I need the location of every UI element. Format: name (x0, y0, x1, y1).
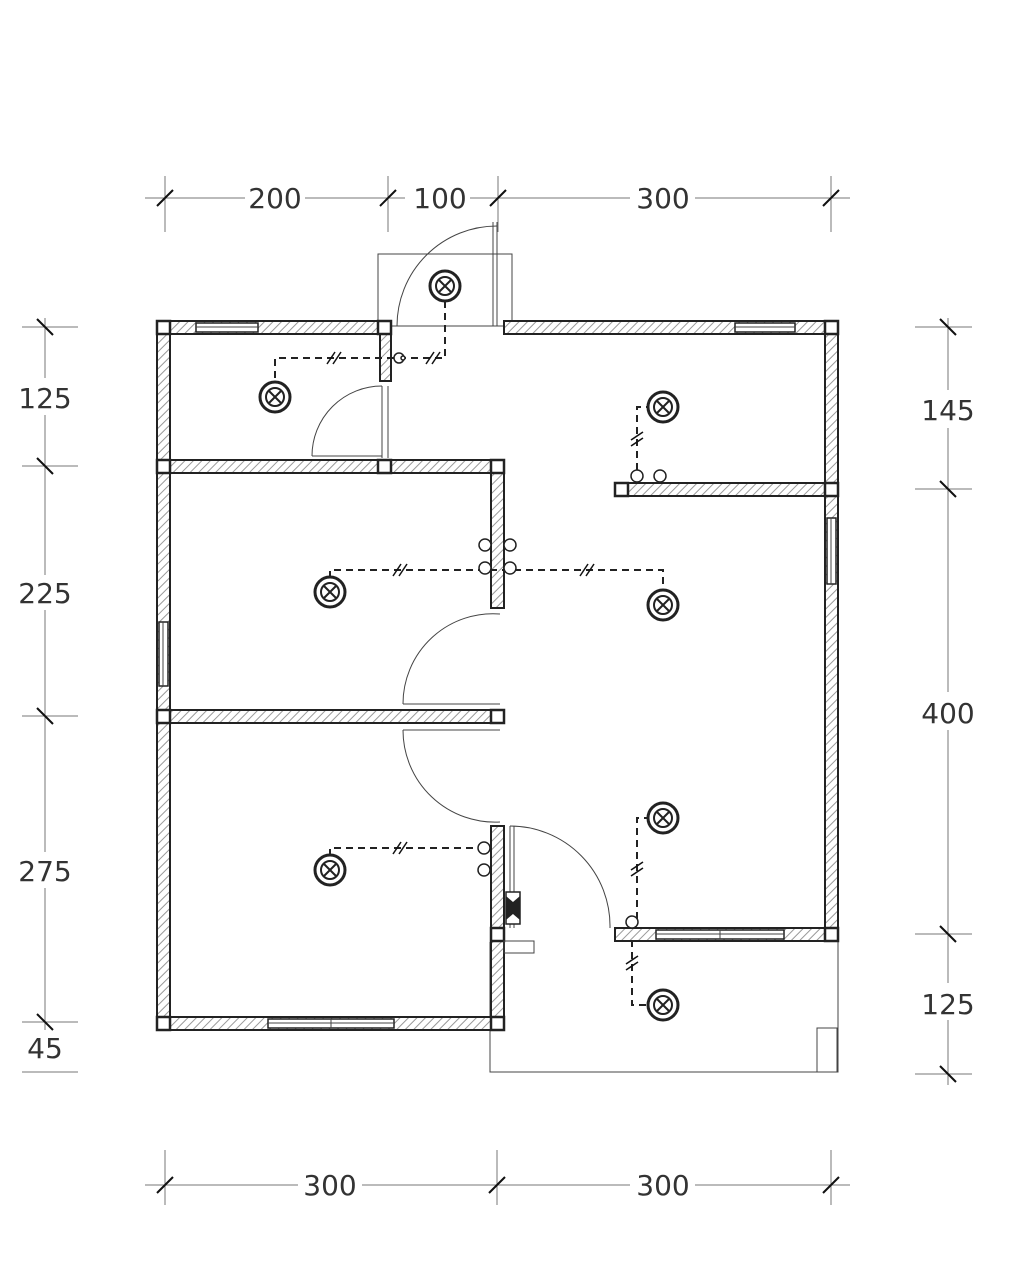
outline-elements (377, 253, 839, 1073)
dim-top-2: 100 (413, 182, 466, 215)
dim-right-1: 145 (921, 394, 974, 427)
dim-left-2: 225 (18, 577, 71, 610)
dim-right-2: 400 (921, 697, 974, 730)
dim-left-1: 125 (18, 382, 71, 415)
lamp-icon (313, 575, 347, 609)
lamp-icon (428, 269, 462, 303)
dim-top-3: 300 (636, 182, 689, 215)
lamp-icon (646, 988, 680, 1022)
dim-top-1: 200 (248, 182, 301, 215)
wall-right (824, 320, 839, 942)
wall-bedroom1-top (156, 459, 505, 474)
wall-bedroom1-right (490, 459, 505, 609)
lamps (258, 269, 680, 1022)
dim-bottom-1: 300 (303, 1169, 356, 1202)
lamp-icon (258, 380, 292, 414)
switch-icon (393, 352, 406, 364)
switch-icon (478, 538, 517, 575)
wall-bedroom-divider (156, 709, 505, 724)
bottom-dimensions: 300 300 (145, 1150, 850, 1205)
dim-left-4: 45 (27, 1032, 63, 1065)
lamp-icon (646, 801, 680, 835)
valve-icon (505, 891, 521, 925)
dim-right-3: 125 (921, 988, 974, 1021)
windows (158, 322, 837, 1029)
walls (156, 320, 839, 1031)
top-dimensions: 200 100 300 (145, 176, 850, 232)
lamp-icon (646, 390, 680, 424)
doors (311, 222, 611, 954)
columns (155, 319, 840, 1032)
right-dimensions: 145 400 125 (915, 318, 975, 1085)
switches (393, 352, 667, 929)
dim-left-3: 275 (18, 855, 71, 888)
switch-icon (630, 469, 667, 483)
switch-icon (477, 841, 491, 877)
dim-bottom-2: 300 (636, 1169, 689, 1202)
wall-kitchen-partition (614, 482, 839, 497)
lamp-icon (313, 853, 347, 887)
left-dimensions: 125 225 275 45 (18, 318, 78, 1073)
lamp-icon (646, 588, 680, 622)
switch-icon (625, 915, 639, 929)
wall-top-left (156, 320, 392, 335)
